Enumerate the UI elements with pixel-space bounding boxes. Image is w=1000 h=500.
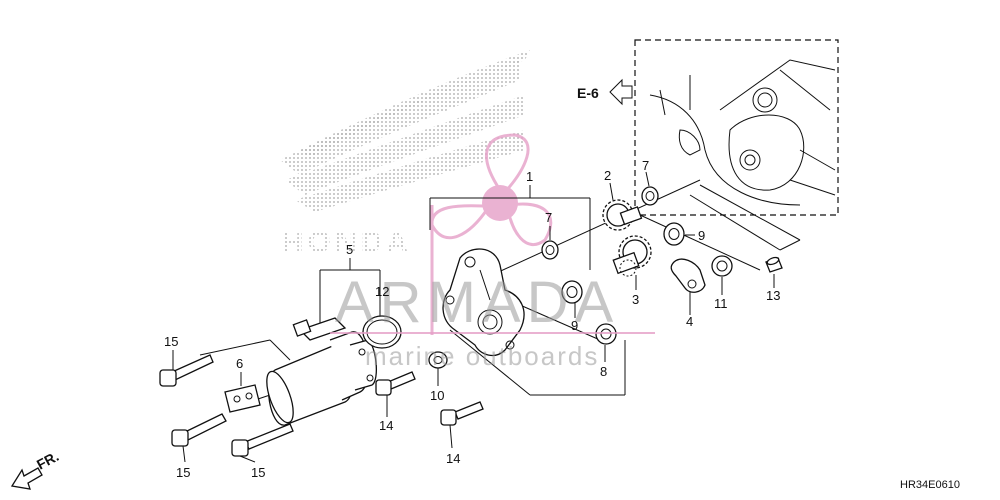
callout-2: 2 xyxy=(604,168,611,183)
lever-arm xyxy=(670,258,706,293)
bolt-14-a xyxy=(375,371,416,396)
diagram-code: HR34E0610 xyxy=(900,479,960,491)
callout-13: 13 xyxy=(766,288,780,303)
armada-propeller-icon xyxy=(430,133,553,335)
bearing-7-right xyxy=(641,186,659,206)
callout-12: 12 xyxy=(375,284,389,299)
starter-motor xyxy=(266,317,378,426)
gear-3 xyxy=(612,235,652,277)
callout-11: 11 xyxy=(714,296,728,311)
bearing-7-left xyxy=(541,240,559,260)
watermark-tagline: marine outboards xyxy=(365,341,599,371)
gear-cover xyxy=(442,248,525,357)
reference-label: E-6 xyxy=(577,85,599,101)
bracket xyxy=(224,384,261,413)
callout-8: 8 xyxy=(600,364,607,379)
callout-7-left: 7 xyxy=(545,210,552,225)
callout-10: 10 xyxy=(430,388,444,403)
assembly-lines xyxy=(199,179,801,401)
dowel-pin xyxy=(765,256,783,273)
bolt-14-b xyxy=(440,401,484,426)
callout-15-b: 15 xyxy=(176,465,190,480)
callout-1: 1 xyxy=(526,169,533,184)
gear-2 xyxy=(602,199,643,231)
callout-9-upper: 9 xyxy=(698,228,705,243)
reference-arrow xyxy=(609,78,633,106)
callout-3: 3 xyxy=(632,292,639,307)
callout-14-b: 14 xyxy=(446,451,460,466)
callout-5: 5 xyxy=(346,242,353,257)
bearing-9-lower xyxy=(561,280,583,304)
bolt-15-b xyxy=(171,413,227,447)
callout-9-lower: 9 xyxy=(571,318,578,333)
honda-watermark-text: HONDA xyxy=(282,226,412,259)
bearing-9-upper xyxy=(663,222,685,246)
callout-15-a: 15 xyxy=(164,334,178,349)
callout-6: 6 xyxy=(236,356,243,371)
watermark-brand: ARMADA xyxy=(335,270,619,335)
leader-lines xyxy=(172,171,775,463)
callout-4: 4 xyxy=(686,314,693,329)
bolt-15-a xyxy=(159,354,214,387)
bearing-11 xyxy=(711,255,733,277)
callout-14-a: 14 xyxy=(379,418,393,433)
bolt-15-c xyxy=(231,423,294,457)
callout-7-right: 7 xyxy=(642,158,649,173)
engine-housing-region xyxy=(634,39,839,216)
callout-15-c: 15 xyxy=(251,465,265,480)
honda-wing-watermark: HONDA xyxy=(280,50,530,259)
front-direction-arrow xyxy=(10,467,43,490)
